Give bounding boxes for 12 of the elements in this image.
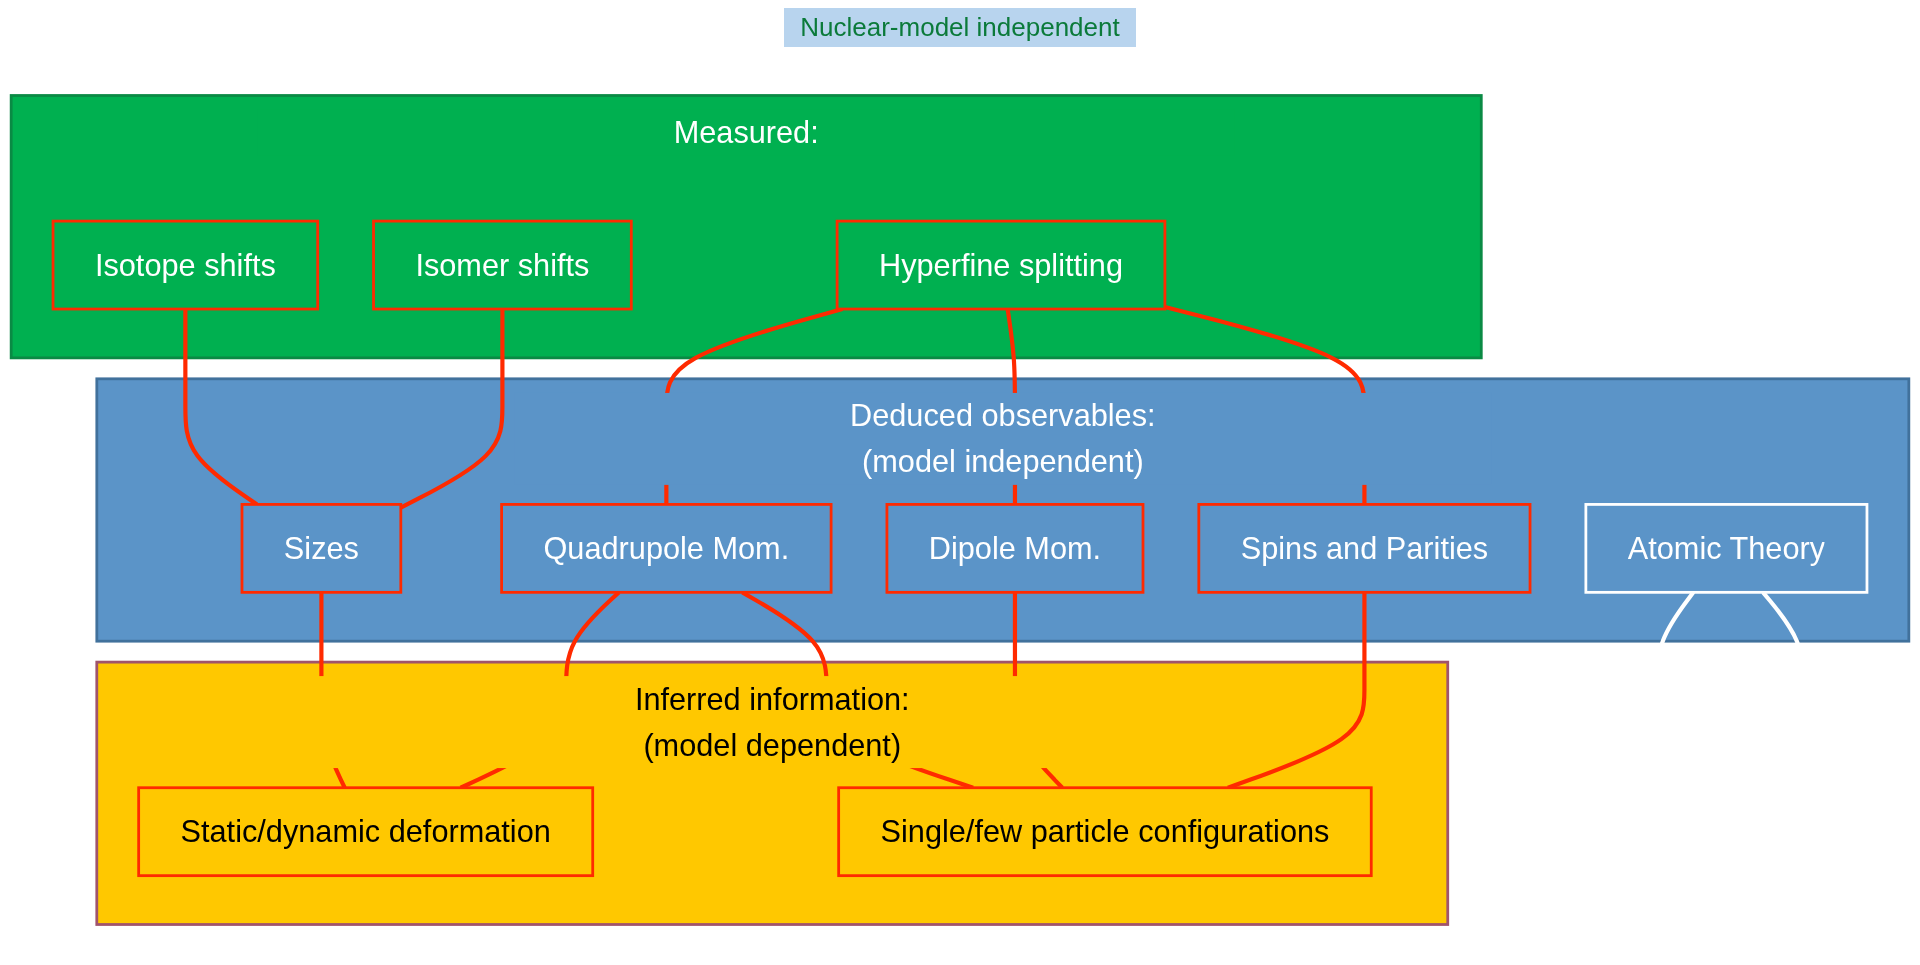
node-box: Static/dynamic deformation [137,786,595,878]
node-box: Spins and Parities [1197,503,1532,594]
connector [399,309,505,510]
node-box: Isomer shifts [372,219,633,311]
node-box: Hyperfine splitting [835,219,1167,311]
node-box: Dipole Mom. [885,503,1145,594]
node-box: Isotope shifts [51,219,320,311]
node-box: Sizes [240,503,403,594]
node-box: Single/few particle configurations [837,786,1373,878]
node-box: Quadrupole Mom. [500,503,833,594]
diagonal-banner-label: Nuclear-model independent [784,8,1136,47]
node-box: Atomic Theory [1584,503,1869,594]
